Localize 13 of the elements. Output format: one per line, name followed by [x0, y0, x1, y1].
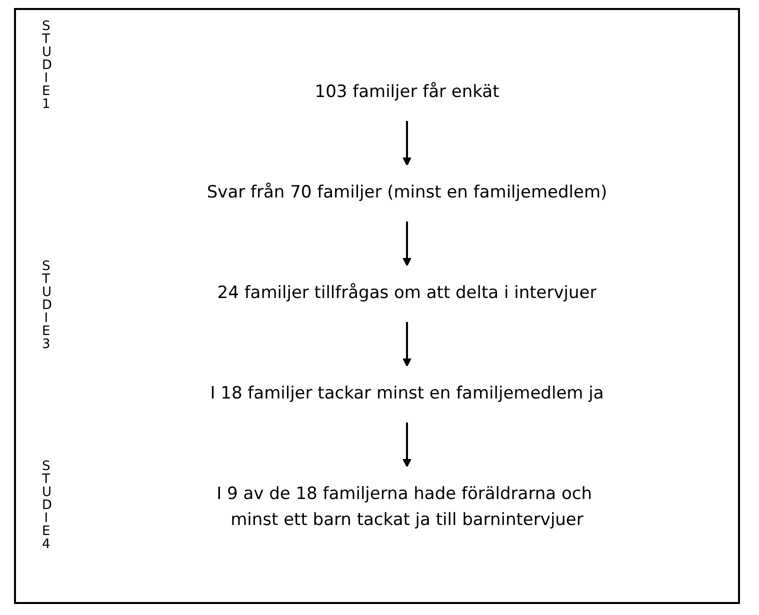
diagram-frame: STUDIE 1 STUDIE 3 STUDIE 4 103 familjer får enkät Svar från 70 familjer (minst en familjemedlem) 24 familjer tillfrågas om att delta i intervjuer I 18 familjer tackar minst en familjemedlem ja I 9 av de 18 familjerna hade föräldrarna och minst ett barn tackat ja till barnintervjuer — [14, 8, 740, 604]
study-label: STUDIE 4 — [42, 460, 50, 551]
arrow — [402, 220, 412, 266]
node-text: 103 familjer får enkät — [314, 82, 500, 102]
arrow — [402, 422, 412, 467]
node-text: Svar från 70 familjer (minst en familjemedlem) — [206, 182, 608, 202]
arrow — [402, 120, 412, 166]
study-label: STUDIE 3 — [42, 260, 50, 351]
node-text: I 18 familjer tackar minst en familjemedlem ja — [210, 383, 604, 403]
study-label: STUDIE 1 — [42, 20, 50, 111]
node-text: I 9 av de 18 familjerna hade föräldrarna och minst ett barn tackat ja till barnintervjuer — [216, 484, 592, 529]
node-text: 24 familjer tillfrågas om att delta i intervjuer — [217, 282, 597, 302]
arrow — [402, 321, 412, 366]
